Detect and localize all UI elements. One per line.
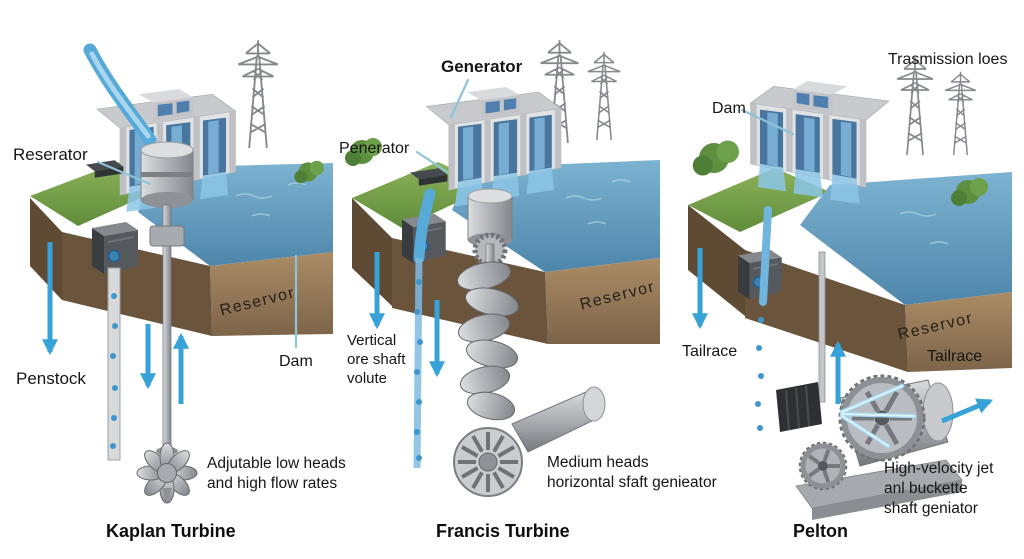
label-penstock: Penstock bbox=[16, 369, 86, 388]
title-francis: Francis Turbine bbox=[436, 521, 570, 541]
label-dam-pelton: Dam bbox=[712, 100, 746, 117]
note-kaplan: Adjutable low heads and high flow rates bbox=[207, 455, 346, 492]
label-dam-kaplan: Dam bbox=[279, 353, 313, 370]
francis-scene bbox=[345, 39, 660, 497]
transmission-tower-icon bbox=[944, 70, 977, 156]
label-tailrace-left: Tailrace bbox=[682, 343, 738, 360]
title-kaplan: Kaplan Turbine bbox=[106, 521, 236, 541]
label-generator: Generator bbox=[441, 57, 523, 76]
francis-turbine-unit bbox=[453, 188, 606, 497]
water-droplets bbox=[110, 293, 118, 449]
tree-icon bbox=[692, 140, 739, 176]
note-pelton: High-velocity jet anl buckette shaft gen… bbox=[884, 460, 994, 517]
pelton-turbine-unit bbox=[776, 251, 963, 520]
label-penerator: Penerator bbox=[339, 140, 410, 157]
tailrace-out-arrow bbox=[941, 398, 993, 424]
kaplan-scene bbox=[30, 39, 333, 504]
note-francis: Medium heads horizontal sfaft genieator bbox=[547, 454, 717, 491]
kaplan-turbine-unit bbox=[136, 141, 198, 504]
water-droplets bbox=[755, 317, 764, 431]
penerator-leader-line bbox=[415, 150, 449, 174]
water-droplets bbox=[414, 279, 423, 461]
valve-unit-icon bbox=[91, 221, 139, 275]
label-reserator: Reserator bbox=[13, 145, 88, 164]
reserator-leader-line bbox=[96, 160, 152, 186]
transmission-tower-icon bbox=[587, 51, 621, 141]
dam-leader-line bbox=[740, 108, 795, 136]
generator-leader-line bbox=[449, 78, 470, 119]
note-volute: Vertical ore shaft volute bbox=[347, 332, 406, 388]
pelton-scene bbox=[688, 56, 1012, 520]
transmission-tower-icon bbox=[237, 39, 279, 149]
title-pelton: Pelton bbox=[793, 521, 849, 541]
transmission-tower-icon bbox=[896, 56, 934, 156]
label-transmission: Trasmission loes bbox=[888, 51, 1008, 68]
label-tailrace-right: Tailrace bbox=[927, 348, 983, 365]
